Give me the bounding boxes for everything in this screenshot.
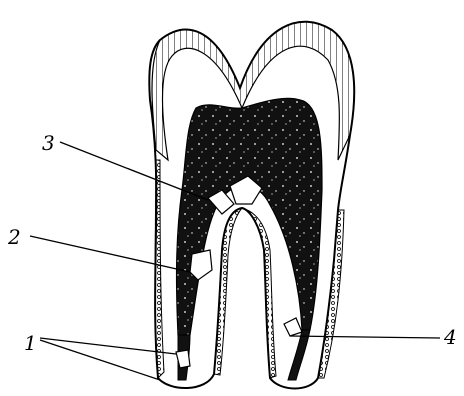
- leader-line-1b: [40, 340, 160, 380]
- label-4: 4: [443, 325, 457, 349]
- label-2: 2: [7, 225, 21, 249]
- label-3: 3: [42, 131, 55, 155]
- label-1: 1: [24, 331, 37, 355]
